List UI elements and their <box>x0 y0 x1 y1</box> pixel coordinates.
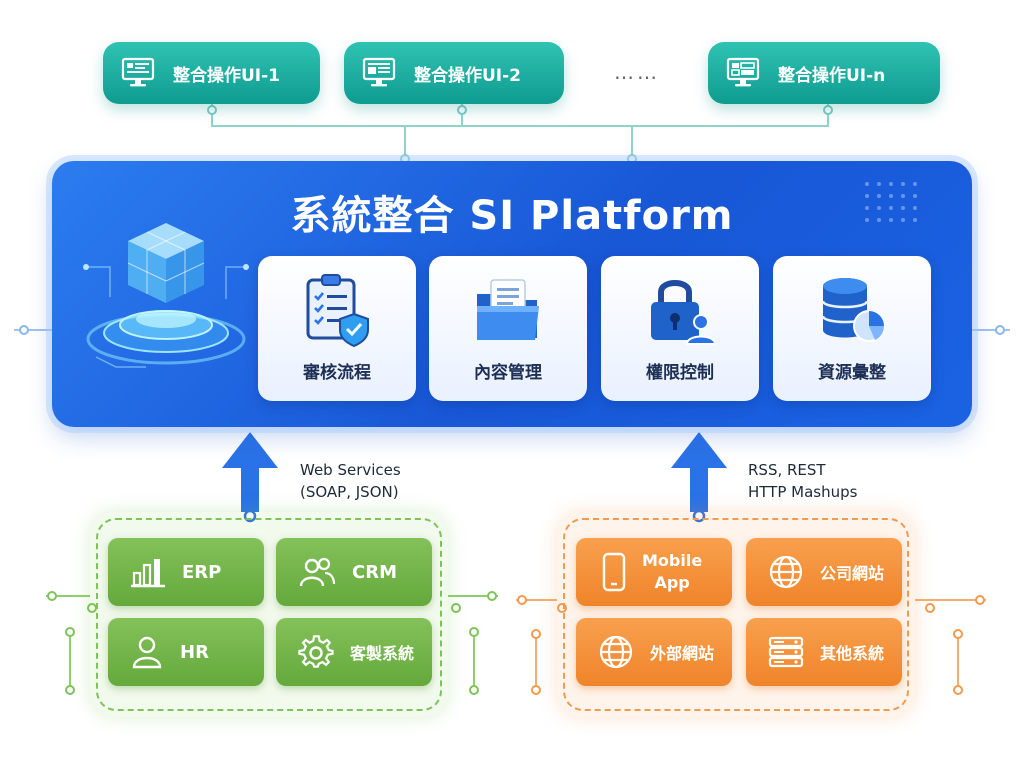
system-label: 客製系統 <box>350 644 415 663</box>
ui-n-label: 整合操作UI-n <box>778 65 886 86</box>
module-label: 審核流程 <box>303 363 371 383</box>
decorative-dots <box>865 182 917 222</box>
group-border <box>96 518 442 711</box>
folder-document-icon <box>477 279 539 340</box>
smartphone-icon <box>602 552 626 592</box>
system-label: Mobile App <box>642 550 702 594</box>
ui-1-label: 整合操作UI-1 <box>173 65 281 86</box>
left-protocol-line2: (SOAP, JSON) <box>300 483 399 501</box>
system-other: 其他系統 <box>746 618 902 686</box>
person-icon <box>132 636 162 669</box>
module-content-management: 內容管理 <box>429 256 587 401</box>
platform-title: 系統整合 SI Platform <box>290 193 734 239</box>
globe-icon <box>769 555 803 589</box>
module-label: 資源彙整 <box>818 363 886 383</box>
system-label: ERP <box>182 561 222 583</box>
system-erp: ERP <box>108 538 264 606</box>
system-hr: HR <box>108 618 264 686</box>
monitor-icon <box>362 57 396 87</box>
monitor-icon <box>121 57 155 87</box>
module-resource-aggregation: 資源彙整 <box>773 256 931 401</box>
right-protocol-line2: HTTP Mashups <box>748 483 858 501</box>
ui-2-label: 整合操作UI-2 <box>414 65 522 86</box>
server-icon <box>768 636 804 668</box>
system-crm: CRM <box>276 538 432 606</box>
system-custom: 客製系統 <box>276 618 432 686</box>
users-icon <box>299 557 336 587</box>
gear-icon <box>298 635 334 668</box>
module-label: 權限控制 <box>646 363 714 383</box>
left-protocol-line1: Web Services <box>300 461 401 479</box>
monitor-icon <box>726 57 760 87</box>
left-protocol-label: Web Services (SOAP, JSON) <box>300 459 401 503</box>
channels-group: Mobile App 公司網站 外部網站 <box>557 512 915 717</box>
system-label: 公司網站 <box>820 564 885 583</box>
system-label: 外部網站 <box>650 644 715 663</box>
bar-chart-icon <box>131 559 165 588</box>
enterprise-systems-group: ERP CRM HR 客製系統 <box>90 512 448 717</box>
system-label: 其他系統 <box>820 644 885 663</box>
system-company-website: 公司網站 <box>746 538 902 606</box>
database-chart-icon <box>821 278 885 342</box>
system-label: HR <box>180 641 209 663</box>
mobile-label-line1: Mobile <box>642 551 703 570</box>
checklist-shield-icon <box>306 274 369 348</box>
group-border <box>563 518 909 711</box>
platform-cube-illustration <box>83 223 249 368</box>
ellipsis: …… <box>614 60 660 84</box>
system-external-website: 外部網站 <box>576 618 732 686</box>
right-protocol-line1: RSS, REST <box>748 461 826 479</box>
system-mobile-app: Mobile App <box>576 538 732 606</box>
module-review-workflow: 審核流程 <box>258 256 416 401</box>
ui-1-node: 整合操作UI-1 <box>103 42 320 104</box>
globe-icon <box>599 635 633 669</box>
mobile-label-line2: App <box>654 573 690 592</box>
module-access-control: 權限控制 <box>601 256 759 401</box>
up-arrow-left <box>222 432 278 523</box>
si-platform: 系統整合 SI Platform 審核流程 內容管理 <box>52 161 972 427</box>
right-protocol-label: RSS, REST HTTP Mashups <box>748 459 857 503</box>
system-label: CRM <box>352 561 397 583</box>
up-arrow-right <box>671 432 727 523</box>
module-label: 內容管理 <box>474 363 542 383</box>
ui-2-node: 整合操作UI-2 <box>344 42 564 104</box>
ui-n-node: 整合操作UI-n <box>708 42 940 104</box>
lock-user-icon <box>651 280 715 345</box>
